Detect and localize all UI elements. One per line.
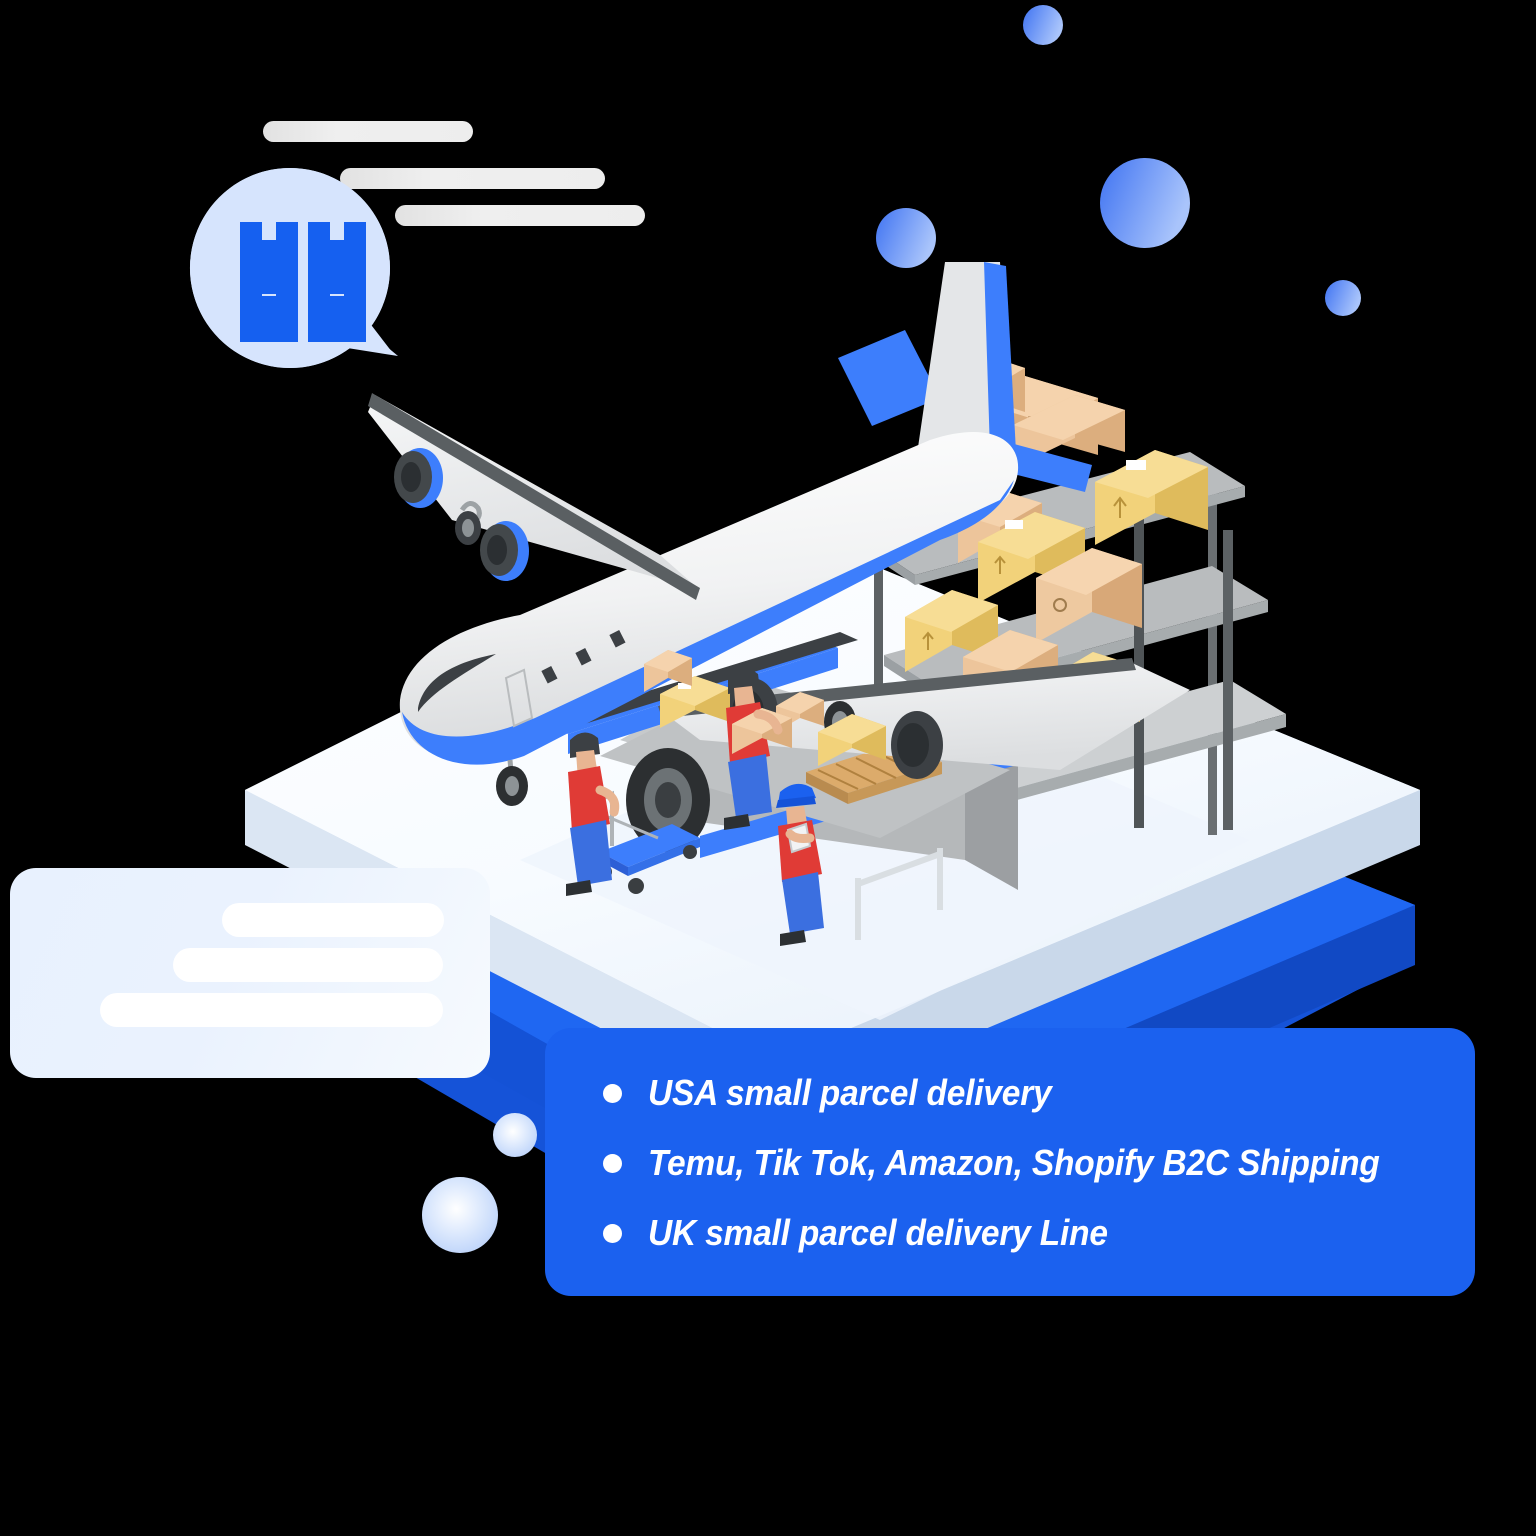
engine-near-outer bbox=[891, 711, 943, 779]
list-item[interactable]: USA small parcel delivery bbox=[603, 1072, 1475, 1114]
trailer-floor bbox=[620, 676, 1018, 825]
trailer-legs bbox=[855, 848, 943, 940]
box-gold-bottom-1 bbox=[1046, 652, 1140, 735]
circle-upper-right-large bbox=[1100, 158, 1190, 248]
trailer-blue-rail-top bbox=[552, 640, 838, 734]
engine-near-inner bbox=[726, 678, 778, 746]
tail-fin-blue-edge bbox=[984, 262, 1016, 452]
list-item[interactable]: UK small parcel delivery Line bbox=[603, 1212, 1475, 1254]
trailer-interior-floor bbox=[600, 690, 1010, 838]
trailer-front bbox=[700, 690, 965, 860]
bullet-icon bbox=[603, 1223, 622, 1243]
wing-far bbox=[368, 395, 700, 590]
warehouse-shelf-rack bbox=[860, 452, 1286, 835]
truck-wheel bbox=[626, 748, 710, 852]
box-gold-cargo-2 bbox=[818, 714, 886, 766]
left-card-line-1 bbox=[222, 903, 444, 937]
shelf-post-front-left bbox=[1134, 498, 1144, 828]
box-tan-top-2 bbox=[1013, 395, 1125, 468]
box-tan-mid-2 bbox=[1036, 548, 1142, 643]
wooden-pallet bbox=[806, 742, 942, 804]
cargo-airplane bbox=[368, 262, 1190, 806]
circle-lower-left-small bbox=[493, 1113, 537, 1157]
placeholder-bar-2 bbox=[340, 168, 605, 189]
shelf-post-back-left bbox=[874, 520, 883, 830]
tail-fin bbox=[915, 262, 1012, 468]
box-gold-top-1 bbox=[1095, 450, 1208, 545]
speech-bubble-shape bbox=[189, 168, 392, 368]
landing-gear-near bbox=[824, 701, 856, 743]
services-bullet-card: USA small parcel delivery Temu, Tik Tok,… bbox=[545, 1028, 1475, 1296]
shelf-post-front-right bbox=[1223, 530, 1233, 830]
clipboard bbox=[786, 822, 812, 854]
speech-bubble-tail bbox=[322, 312, 398, 356]
cockpit-window bbox=[504, 668, 534, 728]
circle-upper-mid bbox=[876, 208, 936, 268]
cargo-area-boxes bbox=[644, 650, 886, 766]
tail-stabilizer-left bbox=[838, 330, 940, 426]
trailer-roof-edge bbox=[560, 632, 858, 726]
wing-far-edge bbox=[368, 393, 700, 600]
push-cart bbox=[594, 790, 700, 894]
box-gold-mid-2 bbox=[905, 590, 998, 672]
box-tan-top-1 bbox=[960, 370, 1098, 455]
placeholder-bar-3 bbox=[395, 205, 645, 226]
nose-accent bbox=[418, 654, 496, 712]
worker-with-push-cart bbox=[566, 732, 700, 896]
engine-far-inner bbox=[394, 448, 443, 508]
box-gold-cargo-1 bbox=[660, 676, 730, 728]
box-tan-mid-1 bbox=[958, 490, 1042, 563]
fuselage bbox=[399, 431, 1019, 761]
carried-box bbox=[732, 708, 792, 754]
shelf-boxes-top bbox=[954, 356, 1208, 545]
worker-with-clipboard bbox=[776, 783, 824, 946]
shelf-boxes-middle bbox=[905, 490, 1142, 712]
shelf-top bbox=[860, 452, 1245, 575]
left-card-line-3 bbox=[100, 993, 443, 1027]
service-label: USA small parcel delivery bbox=[648, 1072, 1052, 1113]
left-placeholder-card bbox=[10, 868, 490, 1078]
wing-near bbox=[660, 662, 1190, 770]
circle-right-small bbox=[1325, 280, 1361, 316]
worker-1-body bbox=[566, 732, 620, 896]
trailer-right-side bbox=[965, 730, 1018, 890]
cabin-windows bbox=[541, 630, 626, 684]
trailer-blue-rail-front bbox=[568, 648, 838, 754]
trailer-blue-rail-lower bbox=[700, 742, 1020, 858]
box-gold-mid-1 bbox=[978, 512, 1085, 603]
shelf-boxes-bottom bbox=[1046, 652, 1140, 735]
service-label: UK small parcel delivery Line bbox=[648, 1212, 1108, 1253]
landing-gear-far bbox=[455, 501, 482, 545]
circle-lower-left-large bbox=[422, 1177, 498, 1253]
tail-stabilizer-right bbox=[918, 420, 1092, 492]
worker-3-cap bbox=[778, 783, 816, 804]
left-card-line-2 bbox=[173, 948, 443, 982]
circle-top-right-small bbox=[1023, 5, 1063, 45]
services-list: USA small parcel delivery Temu, Tik Tok,… bbox=[545, 1028, 1475, 1254]
bullet-icon bbox=[603, 1083, 622, 1103]
landing-gear-nose bbox=[496, 759, 528, 806]
shelf-bottom bbox=[904, 680, 1286, 804]
shelf-post-back-right bbox=[1208, 490, 1217, 835]
list-item[interactable]: Temu, Tik Tok, Amazon, Shopify B2C Shipp… bbox=[603, 1142, 1475, 1184]
worker-carrying-box bbox=[724, 668, 792, 830]
placeholder-bar-1 bbox=[263, 121, 473, 142]
shelf-middle bbox=[884, 566, 1268, 690]
bullet-icon bbox=[603, 1153, 622, 1173]
box-tan-cargo-1 bbox=[644, 650, 692, 692]
box-tan-mid-3 bbox=[963, 630, 1058, 712]
engine-far-outer bbox=[480, 521, 529, 581]
speech-bubble-circle bbox=[190, 168, 390, 368]
box-tan-top-3 bbox=[954, 356, 1025, 420]
wing-near-edge bbox=[658, 658, 1136, 718]
fuselage-blue-stripe bbox=[402, 480, 1014, 765]
service-label: Temu, Tik Tok, Amazon, Shopify B2C Shipp… bbox=[648, 1142, 1380, 1183]
four-parcel-boxes-icon bbox=[240, 222, 366, 342]
box-tan-cargo-2 bbox=[776, 692, 824, 732]
